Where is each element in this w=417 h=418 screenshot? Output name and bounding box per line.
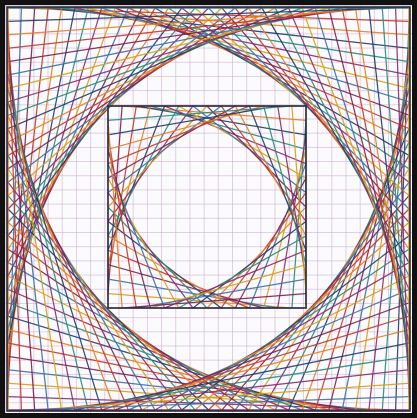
thread-line [7, 20, 23, 411]
graph-paper [5, 5, 412, 413]
thread-line [107, 105, 222, 194]
thread-line [220, 105, 307, 223]
thread-line [206, 206, 307, 309]
thread-line [234, 105, 307, 237]
thread-line [34, 382, 410, 411]
thread-line [47, 369, 410, 411]
thread-line [354, 7, 410, 358]
thread-line [7, 7, 276, 143]
thread-line [192, 220, 307, 309]
inner-square-border [107, 105, 307, 309]
thread-line [135, 278, 307, 309]
thread-line [274, 7, 410, 277]
thread-line [394, 7, 410, 398]
thread-line [7, 47, 49, 411]
outer-square-border [6, 6, 411, 412]
thread-line [7, 181, 183, 411]
thread-line [60, 355, 410, 411]
outer-thread-envelope [7, 7, 410, 411]
thread-line [248, 105, 307, 251]
thread-line [7, 7, 236, 183]
thread-line [7, 7, 357, 63]
thread-line [7, 7, 397, 23]
thread-line [163, 249, 307, 309]
thread-line [107, 105, 251, 165]
thread-line [107, 191, 194, 309]
thread-line [234, 7, 410, 237]
inner-square-threads [107, 105, 307, 309]
thread-line [107, 134, 137, 309]
thread-line [107, 119, 123, 309]
thread-line [107, 105, 293, 122]
thread-line [7, 60, 63, 411]
thread-line [107, 177, 180, 309]
thread-line [178, 235, 307, 309]
thread-line [381, 7, 410, 384]
thread-line [277, 105, 307, 280]
thread-line [206, 105, 307, 208]
thread-line [121, 292, 307, 309]
thread-line [7, 7, 370, 49]
thread-line [368, 7, 410, 371]
thread-line [107, 206, 208, 309]
thread-line [107, 105, 236, 179]
thread-line [107, 163, 166, 309]
thread-line [107, 105, 208, 208]
thread-line [7, 7, 383, 36]
thread-line [107, 105, 279, 136]
thread-line [20, 395, 410, 411]
thread-line [7, 34, 36, 411]
thread-line [207, 7, 410, 210]
thread-line [291, 105, 307, 295]
